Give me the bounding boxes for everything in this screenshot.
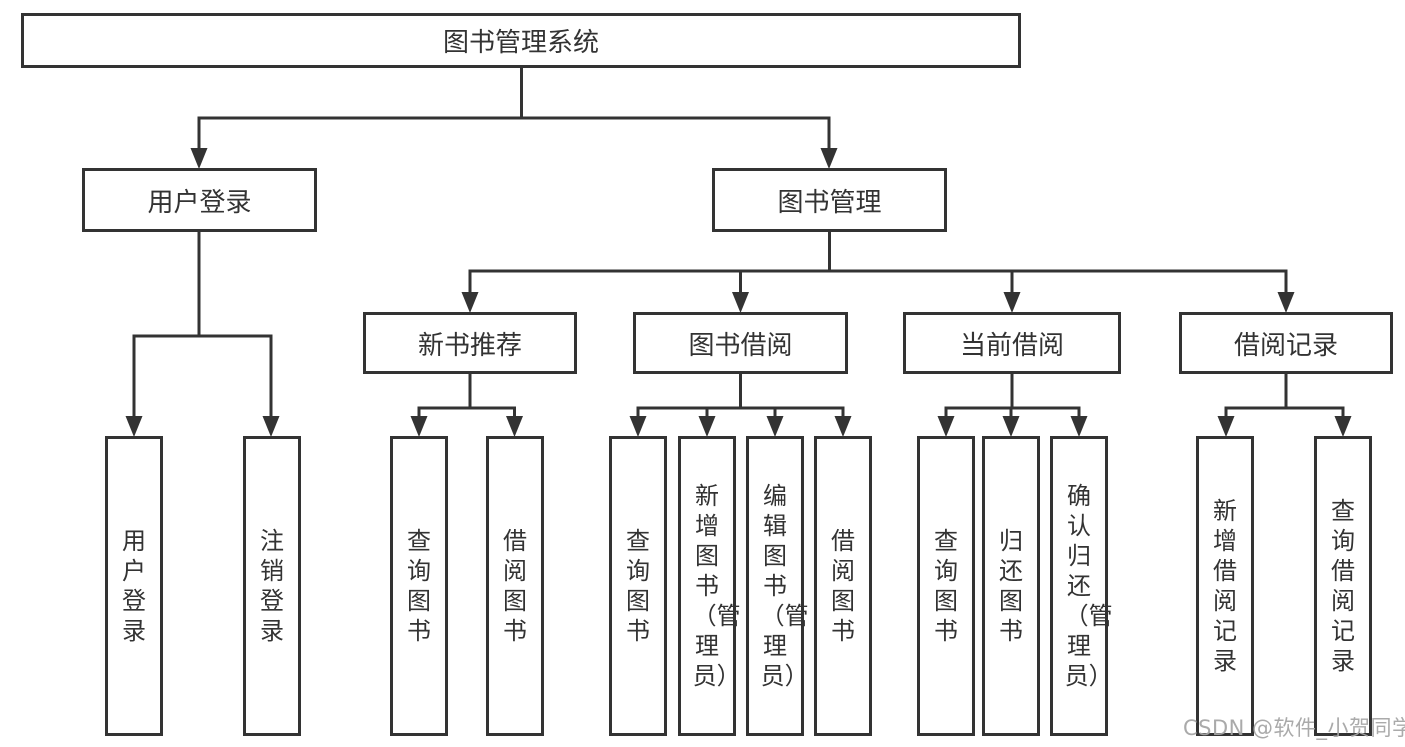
node-book-management: 图书管理 <box>712 168 947 232</box>
leaf-bb-query-books-label: 查询图书 <box>625 527 650 645</box>
leaf-bb-borrow-books: 借阅图书 <box>814 436 872 736</box>
leaf-logout-label: 注销登录 <box>259 527 284 645</box>
leaf-cb-confirm-return-admin-label: 确认归还（管理员） <box>1064 482 1113 690</box>
leaf-nbr-borrow-books-label: 借阅图书 <box>502 527 527 645</box>
leaf-nbr-query-books-label: 查询图书 <box>406 527 431 645</box>
node-new-book-recommend-label: 新书推荐 <box>417 330 522 361</box>
leaf-nbr-borrow-books: 借阅图书 <box>486 436 544 736</box>
leaf-bb-edit-books-admin-label: 编辑图书（管理员） <box>760 482 809 690</box>
node-borrow-records: 借阅记录 <box>1179 312 1393 374</box>
leaf-bb-borrow-books-label: 借阅图书 <box>830 527 855 645</box>
leaf-cb-query-books-label: 查询图书 <box>933 527 958 645</box>
node-root-label: 图书管理系统 <box>442 28 599 58</box>
node-user-login-label: 用户登录 <box>147 187 252 218</box>
node-user-login: 用户登录 <box>82 168 317 232</box>
leaf-br-query-record: 查询借阅记录 <box>1314 436 1372 736</box>
leaf-user-login: 用户登录 <box>105 436 163 736</box>
leaf-cb-return-books: 归还图书 <box>982 436 1040 736</box>
node-root-system: 图书管理系统 <box>21 13 1021 68</box>
arrowheads <box>125 148 1352 437</box>
leaf-cb-confirm-return-admin: 确认归还（管理员） <box>1050 436 1113 736</box>
leaf-cb-return-books-label: 归还图书 <box>998 527 1023 645</box>
node-current-borrow: 当前借阅 <box>903 312 1121 374</box>
leaf-user-login-label: 用户登录 <box>121 527 146 645</box>
node-book-borrow-label: 图书借阅 <box>688 330 793 361</box>
leaf-logout: 注销登录 <box>243 436 301 736</box>
csdn-watermark: CSDN @软件_小贺同学 <box>1183 716 1405 740</box>
leaf-nbr-query-books: 查询图书 <box>390 436 448 736</box>
leaf-bb-query-books: 查询图书 <box>609 436 667 736</box>
leaf-br-add-record: 新增借阅记录 <box>1196 436 1254 736</box>
leaf-br-query-record-label: 查询借阅记录 <box>1330 497 1355 675</box>
leaf-cb-query-books: 查询图书 <box>917 436 975 736</box>
leaf-bb-add-books-admin-label: 新增图书（管理员） <box>692 482 741 690</box>
leaf-bb-edit-books-admin: 编辑图书（管理员） <box>746 436 809 736</box>
leaf-br-add-record-label: 新增借阅记录 <box>1212 497 1237 675</box>
node-current-borrow-label: 当前借阅 <box>959 330 1064 361</box>
node-book-borrow: 图书借阅 <box>633 312 848 374</box>
node-borrow-records-label: 借阅记录 <box>1233 330 1338 361</box>
leaf-bb-add-books-admin: 新增图书（管理员） <box>678 436 741 736</box>
node-new-book-recommend: 新书推荐 <box>363 312 577 374</box>
node-book-management-label: 图书管理 <box>777 187 882 218</box>
